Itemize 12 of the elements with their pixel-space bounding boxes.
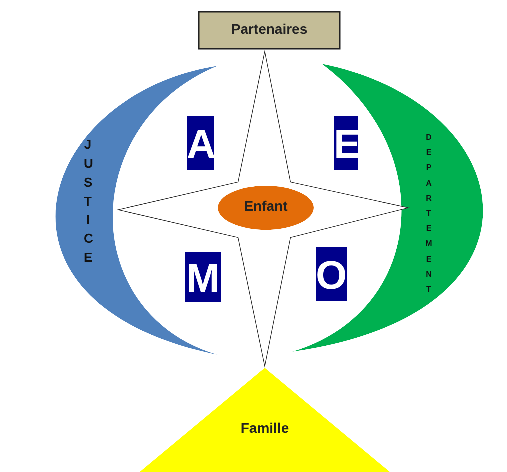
node-label: Famille	[240, 420, 290, 436]
node-label: M	[185, 256, 221, 302]
node-label: JUSTICE	[84, 136, 92, 268]
partner-box	[199, 12, 340, 49]
node-label: DEPARTEMENT	[424, 132, 434, 296]
child-ellipse	[218, 186, 314, 230]
node-label: A	[187, 122, 214, 168]
triangle-shape	[140, 368, 390, 472]
node-label: Enfant	[243, 198, 289, 214]
node-label: E	[334, 122, 358, 168]
node-label: O	[316, 253, 347, 299]
node-label: Partenaires	[230, 21, 309, 38]
